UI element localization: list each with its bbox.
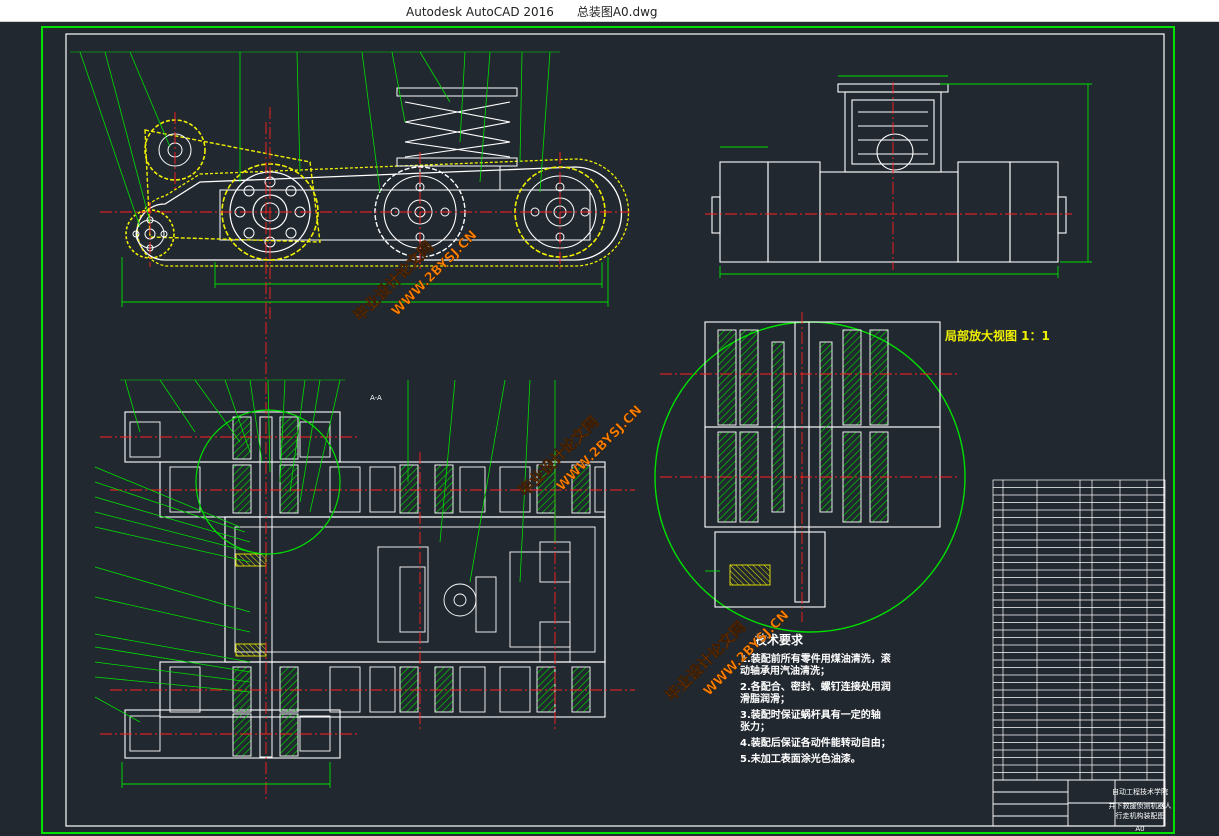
app-title: Autodesk AutoCAD 2016 [406,5,554,19]
tech-req-item: 1.装配前所有零件用煤油清洗，滚 [740,652,892,665]
detail-title: 局部放大视图 1：1 [945,328,1050,343]
tech-req-item: 5.未加工表面涂光色油漆。 [740,752,861,765]
file-name: 总装图A0.dwg [576,5,658,19]
parts-list [992,479,1166,781]
title-block-scale: A0 [1135,825,1144,833]
title-bar: Autodesk AutoCAD 2016 总装图A0.dwg [0,0,1219,22]
title-block-title3: 行走机构装配图 [1116,811,1165,820]
drawing-viewport[interactable]: 局部放大视图 1：1 自动工程技术学院 井下救援侦测机器人 行走机构装配图 A0… [0,22,1219,836]
cad-drawing-canvas[interactable]: 局部放大视图 1：1 自动工程技术学院 井下救援侦测机器人 行走机构装配图 A0… [0,22,1219,836]
section-view [94,122,635,802]
tech-req-item: 张力； [740,720,770,733]
tech-req-item: 动轴承用汽油清洗； [740,664,830,677]
title-block-title1: 自动工程技术学院 [1112,787,1168,796]
window-title: Autodesk AutoCAD 2016 总装图A0.dwg [406,3,658,20]
technical-requirements: 技术要求 1.装配前所有零件用煤油清洗，滚 动轴承用汽油清洗； 2.各配合、密封… [740,632,892,765]
section-label: A-A [370,394,382,402]
tech-req-item: 2.各配合、密封、螺钉连接处用润 [740,680,891,693]
outer-frame [41,26,1175,834]
front-view [70,51,630,322]
side-view [705,75,1092,278]
tech-req-title: 技术要求 [755,632,804,647]
tech-req-item: 滑脂润滑； [740,692,790,705]
inner-frame [65,33,1165,827]
tech-req-item: 3.装配时保证蜗杆具有一定的轴 [740,708,881,721]
title-block-title2: 井下救援侦测机器人 [1109,801,1172,810]
tech-req-item: 4.装配后保证各动件能转动自由； [740,736,891,749]
detail-view: 局部放大视图 1：1 [654,312,1050,633]
title-block [992,779,1166,827]
